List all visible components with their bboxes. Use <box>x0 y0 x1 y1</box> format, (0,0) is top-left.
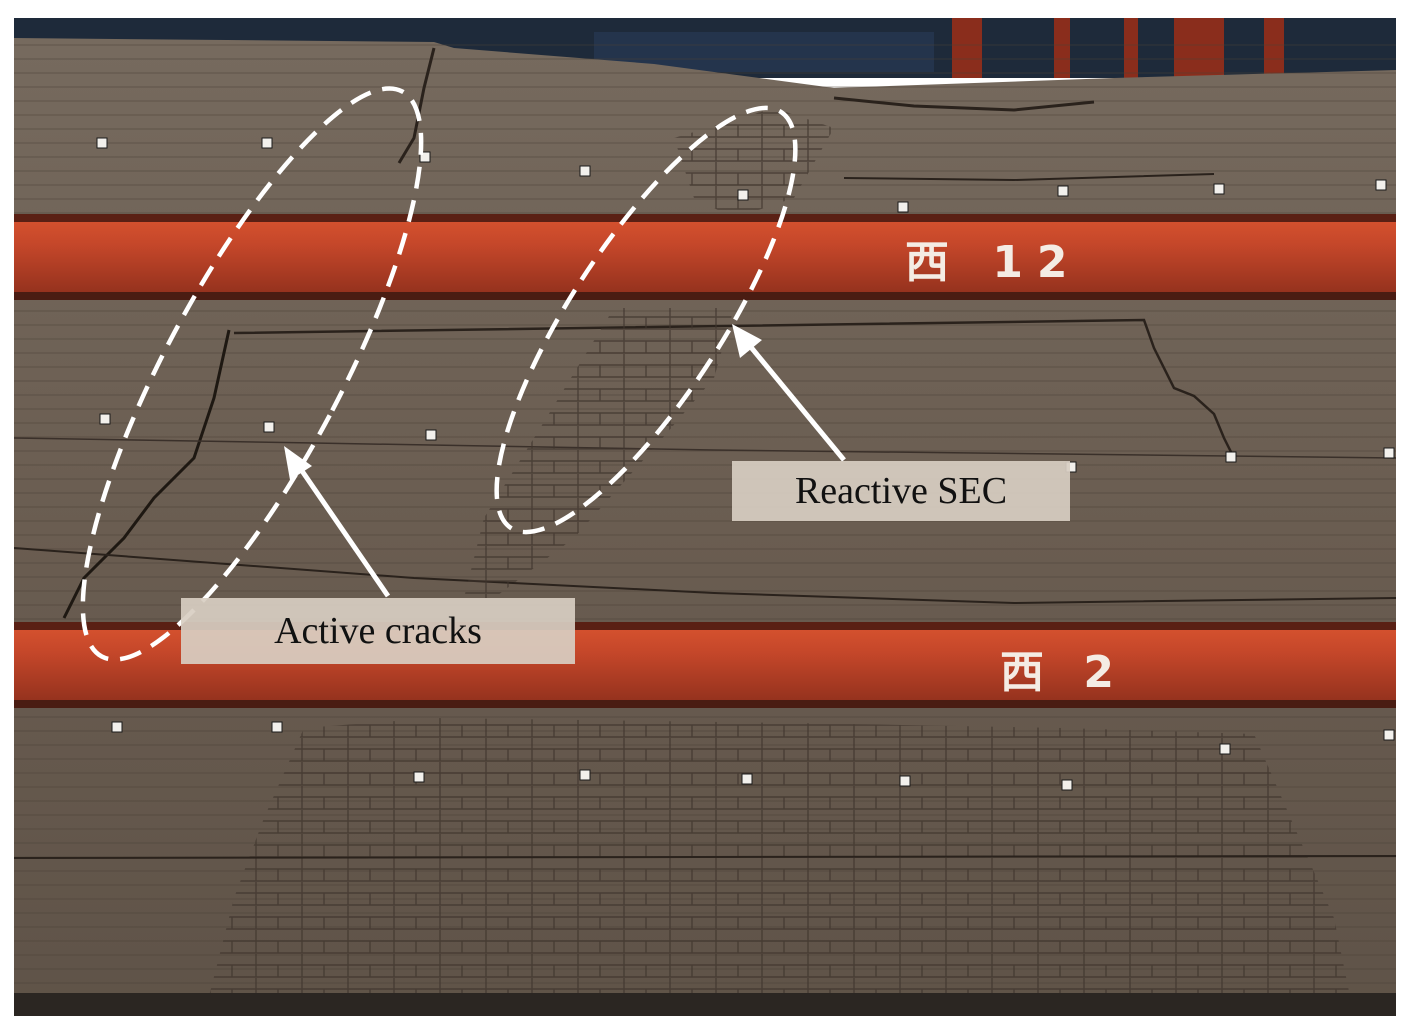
reactive-zone <box>464 308 734 598</box>
target-marker <box>425 429 437 441</box>
upper-steel-beam <box>14 214 1396 300</box>
upper-beam-marking: 西 12 <box>905 237 1082 288</box>
horizontal-crack-2 <box>14 437 1396 459</box>
target-marker <box>413 771 425 783</box>
lower-beam-marking: 西 2 <box>1000 647 1126 698</box>
target-marker <box>263 421 275 433</box>
target-marker <box>897 201 909 213</box>
target-marker <box>1219 743 1231 755</box>
upper-reactive-zone <box>674 108 834 218</box>
photo-canvas <box>14 18 1396 1016</box>
target-marker <box>1225 451 1237 463</box>
target-markers <box>96 137 1395 791</box>
target-marker <box>579 165 591 177</box>
reactive-sec-arrow <box>732 324 846 462</box>
target-marker <box>271 721 283 733</box>
step-crack <box>233 318 1236 459</box>
target-marker <box>737 189 749 201</box>
active-crack-line <box>62 329 231 619</box>
target-marker <box>96 137 108 149</box>
target-marker <box>1383 447 1395 459</box>
horizontal-crack-1 <box>14 547 1396 605</box>
target-marker <box>1375 179 1387 191</box>
target-marker <box>579 769 591 781</box>
active-cracks-label: Active cracks <box>181 598 575 664</box>
target-marker <box>419 151 431 163</box>
target-marker <box>1383 729 1395 741</box>
bottom-base <box>14 993 1396 1016</box>
lower-failure-zone <box>204 718 1354 1016</box>
top-crack-2 <box>833 96 1095 112</box>
target-marker <box>741 773 753 785</box>
target-marker <box>111 721 123 733</box>
test-photo <box>14 18 1396 1016</box>
top-crack-3 <box>843 173 1215 182</box>
target-marker <box>261 137 273 149</box>
target-marker <box>1057 185 1069 197</box>
reactive-sec-outline <box>494 105 798 535</box>
target-marker <box>1213 183 1225 195</box>
target-marker <box>99 413 111 425</box>
reactive-sec-label: Reactive SEC <box>732 461 1070 521</box>
target-marker <box>899 775 911 787</box>
active-cracks-outline <box>80 86 424 662</box>
target-marker <box>1061 779 1073 791</box>
active-cracks-arrow <box>284 446 391 598</box>
lower-crack-line <box>14 855 1396 859</box>
